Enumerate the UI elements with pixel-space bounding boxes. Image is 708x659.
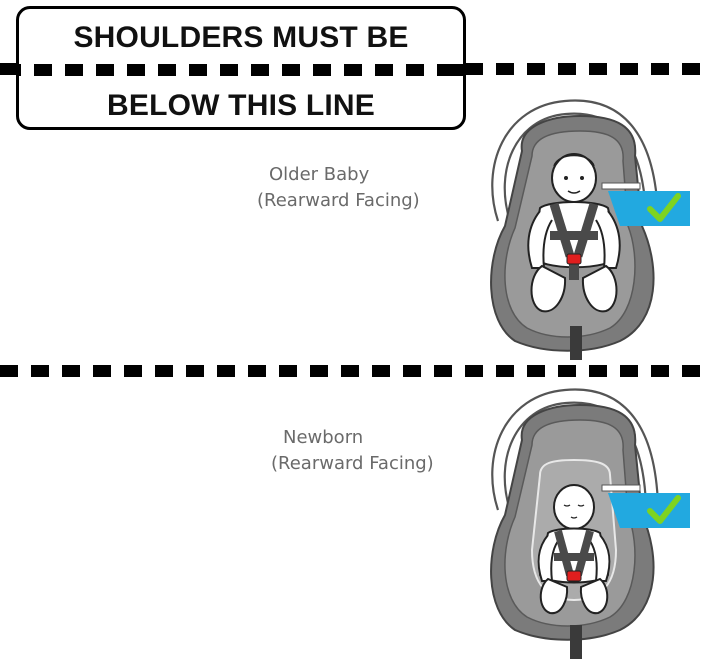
check-badge (608, 493, 690, 528)
warning-box-dashed-line (19, 64, 463, 76)
older-baby-car-seat-illustration (470, 96, 708, 362)
newborn-title: Newborn (271, 425, 434, 451)
buckle (567, 571, 581, 581)
section-divider-line (0, 365, 708, 377)
check-badge (608, 191, 690, 226)
older-baby-subtitle: (Rearward Facing) (257, 188, 420, 214)
older-baby-caption: Older Baby (Rearward Facing) (257, 162, 420, 214)
warning-line1: SHOULDERS MUST BE (19, 21, 463, 55)
baby-head (552, 154, 596, 202)
baby-head (554, 485, 594, 529)
warning-line2: BELOW THIS LINE (19, 89, 463, 123)
newborn-car-seat-illustration (470, 385, 708, 659)
older-baby-title: Older Baby (257, 162, 420, 188)
buckle (567, 254, 581, 264)
newborn-caption: Newborn (Rearward Facing) (271, 425, 434, 477)
newborn-subtitle: (Rearward Facing) (271, 451, 434, 477)
warning-box: SHOULDERS MUST BE BELOW THIS LINE (16, 6, 466, 130)
